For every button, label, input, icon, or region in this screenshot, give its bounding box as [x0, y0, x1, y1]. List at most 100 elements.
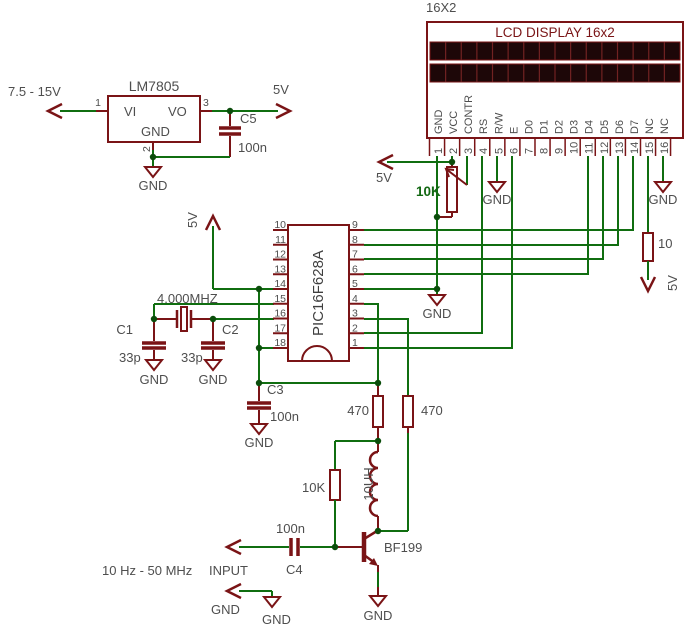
- mcu-part-label: PIC16F628A: [310, 250, 327, 336]
- lcd-pin-number: 11: [584, 143, 596, 154]
- c4-value-label: 100n: [276, 521, 305, 536]
- junction-dot: [374, 437, 382, 445]
- lcd-gnd-pin5-label: GND: [483, 192, 512, 207]
- c2-gnd-label: GND: [199, 372, 228, 387]
- lcd-pin-number: 7: [523, 148, 535, 154]
- arrow-right-icon: [275, 102, 293, 120]
- junction-dot: [149, 153, 157, 161]
- backlight-resistor: 10 5V: [639, 156, 680, 294]
- mcu-pin-number: 11: [275, 234, 286, 246]
- c1-ref-label: C1: [116, 322, 133, 337]
- lcd-pin-number: 5: [493, 148, 505, 154]
- c3-gnd-label: GND: [245, 435, 274, 450]
- lcd-pin-number: 14: [629, 142, 641, 154]
- transistor-bf199: BF199 GND: [335, 529, 422, 623]
- mcu-pin-number: 12: [274, 249, 286, 261]
- lcd-heading: 16X2: [426, 0, 456, 15]
- resistor-470-collector: 470: [347, 383, 384, 441]
- c1-value-label: 33p: [119, 350, 141, 365]
- regulator-pin3-number: 3: [203, 97, 209, 109]
- input-label: INPUT: [209, 563, 248, 578]
- arrow-left-icon: [224, 582, 242, 600]
- lcd-pin-label: CONTR: [463, 95, 475, 134]
- resistor-470-coupling-value: 470: [421, 403, 443, 418]
- mcu-pin-number: 2: [352, 322, 358, 334]
- lcd-pin-number: 6: [508, 148, 520, 154]
- lcd-pin-number: 3: [463, 148, 475, 154]
- capacitor-c2: C2 33p GND: [181, 319, 239, 387]
- gnd-symbol: [248, 423, 270, 436]
- mcu-pin-number: 6: [352, 263, 358, 275]
- junction-dot: [374, 527, 382, 535]
- lcd-pin-number: 15: [644, 142, 656, 154]
- c3-value-label: 100n: [270, 409, 299, 424]
- mcu-pin-number: 4: [352, 293, 358, 305]
- pot-value-label: 10K: [416, 184, 441, 199]
- lcd-section: 16X2 LCD DISPLAY 16x2 GND1VCC2CONTR3RS4R…: [376, 0, 684, 294]
- regulator-vo-label: VO: [168, 104, 187, 119]
- lcd-pin-label: VCC: [448, 111, 460, 134]
- gnd-symbol: [143, 359, 165, 372]
- lcd-pin-label: D6: [614, 120, 626, 134]
- inductor-10uh: 10UH: [361, 441, 379, 531]
- lcd-pin-label: R/W: [493, 112, 505, 134]
- mcu-pin-number: 13: [274, 263, 286, 275]
- c2-value-label: 33p: [181, 350, 203, 365]
- lcd-v5-label: 5V: [376, 170, 392, 185]
- c1-gnd-label: GND: [140, 372, 169, 387]
- lcd-pin-label: GND: [433, 110, 445, 135]
- mcu-gnd-label: GND: [423, 306, 452, 321]
- mcu-pin-number: 7: [352, 249, 358, 261]
- wiper-arrow-icon: [444, 167, 455, 178]
- backlight-v5-label: 5V: [665, 275, 680, 291]
- regulator-pin2-number: 2: [141, 146, 153, 152]
- c5-ref-label: C5: [240, 111, 257, 126]
- lcd-title: LCD DISPLAY 16x2: [495, 25, 615, 40]
- junction-dot: [255, 379, 263, 387]
- mcu-pin-number: 18: [274, 337, 286, 349]
- junction-dot: [226, 107, 234, 115]
- junction-dot: [433, 285, 441, 293]
- lcd-pin-number: 2: [448, 148, 460, 154]
- backlight-resistor-value: 10: [658, 236, 672, 251]
- lcd-pin-number: 12: [599, 142, 611, 154]
- input-gnd-arrow-label: GND: [211, 602, 240, 617]
- junction-dot: [255, 285, 263, 293]
- mcu-pin-number: 14: [274, 278, 286, 290]
- junction-dots: [149, 107, 456, 551]
- transistor-gnd-label: GND: [364, 608, 393, 623]
- lcd-pin-label: E: [508, 127, 520, 134]
- gnd-symbol: [652, 181, 674, 194]
- gnd-symbol: [142, 166, 164, 179]
- psu-gnd-label: GND: [139, 178, 168, 193]
- lcd-pin-label: D4: [584, 120, 596, 134]
- lcd-pin-label: D7: [629, 120, 641, 134]
- amplifier-section: 470 470 10K 10UH: [302, 383, 443, 623]
- gnd-symbol: [367, 595, 389, 608]
- decoupling-c3: C3 100n GND: [245, 382, 299, 450]
- capacitor-c5: C5 100n: [219, 111, 267, 157]
- mcu-pin-number: 9: [352, 219, 358, 231]
- lcd-gnd-pin16-label: GND: [649, 192, 678, 207]
- c3-ref-label: C3: [267, 382, 284, 397]
- regulator-body: [107, 95, 201, 143]
- regulator-pin1-number: 1: [95, 97, 101, 109]
- mcu-pin-number: 8: [352, 234, 358, 246]
- arrow-down-icon: [639, 276, 657, 294]
- lcd-pin-label: D1: [538, 120, 550, 134]
- lcd-pins: GND1VCC2CONTR3RS4R/W5E6D07D18D29D310D411…: [428, 95, 672, 156]
- resistor-10k-base: 10K: [302, 440, 378, 547]
- input-voltage-label: 7.5 - 15V: [8, 84, 61, 99]
- lcd-pin-number: 1: [433, 148, 445, 154]
- mcu-pin-number: 10: [274, 219, 286, 231]
- crystal-value-label: 4.000MHZ: [157, 291, 218, 306]
- lcd-pin-label: D3: [569, 120, 581, 134]
- junction-dot: [448, 158, 456, 166]
- oscillator-section: 4.000MHZ C1 33p GND C2 33p GND: [116, 291, 274, 387]
- lcd-pin-number: 8: [538, 148, 550, 154]
- lcd-pin-label: NC: [659, 118, 671, 134]
- c4-ref-label: C4: [286, 562, 303, 577]
- lcd-pin-label: RS: [478, 119, 490, 134]
- c5-value-label: 100n: [238, 140, 267, 155]
- lcd-pin-label: D5: [599, 120, 611, 134]
